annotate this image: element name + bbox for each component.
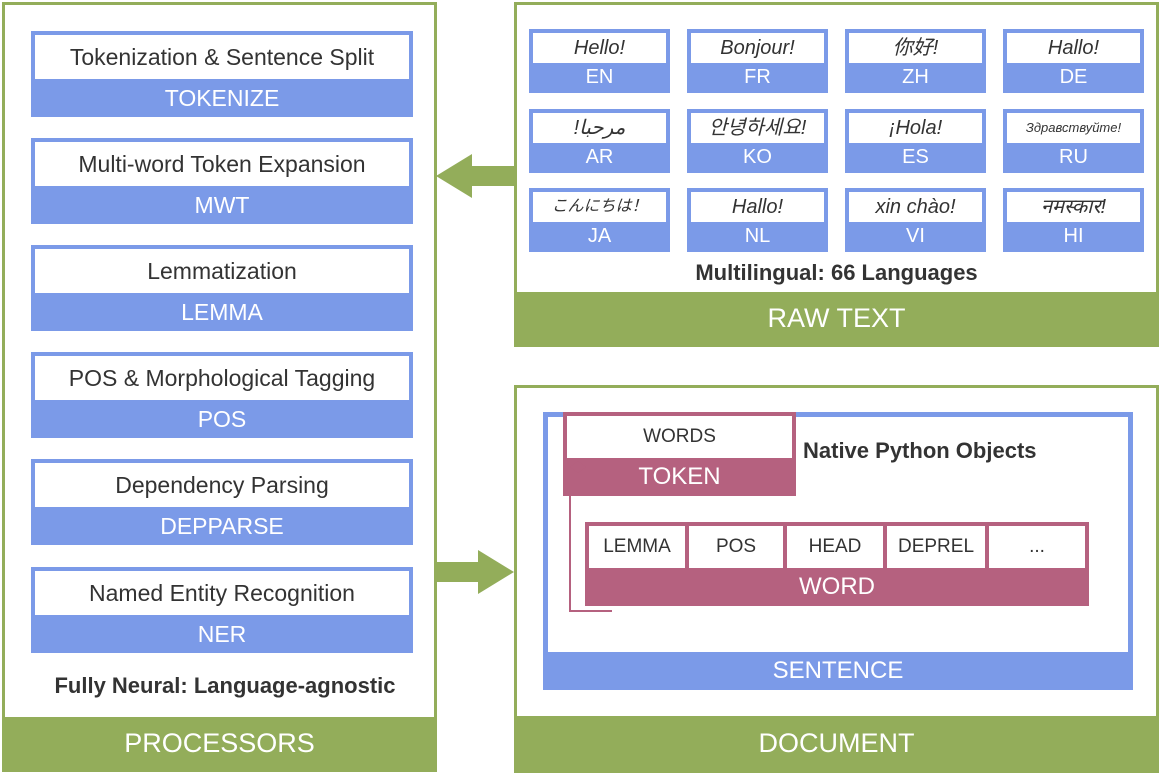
processor-code: DEPPARSE: [160, 513, 284, 539]
language-box-hi: नमस्कार! HI: [1003, 188, 1144, 252]
language-code: DE: [1059, 66, 1088, 88]
processor-code: MWT: [194, 192, 250, 218]
processor-code: LEMMA: [181, 299, 263, 325]
token-box: WORDS TOKEN: [563, 412, 796, 496]
processor-pos: POS & Morphological Tagging POS: [31, 352, 413, 438]
processor-code: POS: [197, 406, 247, 432]
language-code: AR: [585, 146, 614, 168]
language-code: VI: [906, 225, 925, 247]
language-box-ru: Здравствуйте! RU: [1003, 109, 1144, 173]
word-box: LEMMA POS HEAD DEPREL ... WORD: [585, 522, 1089, 606]
processor-title: Multi-word Token Expansion: [35, 142, 409, 186]
raw-text-panel: Hello! EN Bonjour! FR 你好! ZH Hallo! DE !…: [514, 2, 1159, 347]
greeting: Hello!: [533, 33, 666, 63]
sentence-label: SENTENCE: [772, 657, 904, 684]
language-box-vi: xin chào! VI: [845, 188, 986, 252]
language-box-en: Hello! EN: [529, 29, 670, 93]
language-box-fr: Bonjour! FR: [687, 29, 828, 93]
word-field-lemma: LEMMA: [589, 526, 685, 568]
greeting: !مرحبا: [533, 113, 666, 143]
greeting: नमस्कार!: [1007, 192, 1140, 222]
arrow-left-icon: [436, 154, 514, 198]
processor-depparse: Dependency Parsing DEPPARSE: [31, 459, 413, 545]
language-box-es: ¡Hola! ES: [845, 109, 986, 173]
language-code: ZH: [902, 66, 929, 88]
processor-title: Named Entity Recognition: [35, 571, 409, 615]
greeting: Bonjour!: [691, 33, 824, 63]
greeting: 안녕하세요!: [691, 113, 824, 143]
raw-text-note: Multilingual: 66 Languages: [695, 260, 978, 285]
greeting: ¡Hola!: [849, 113, 982, 143]
processor-title: Lemmatization: [35, 249, 409, 293]
language-code: RU: [1059, 146, 1088, 168]
word-field-more: ...: [989, 526, 1085, 568]
greeting: Hallo!: [1007, 33, 1140, 63]
diamond-icon: [570, 461, 586, 473]
processors-note: Fully Neural: Language-agnostic: [54, 673, 396, 698]
language-box-ja: こんにちは！ JA: [529, 188, 670, 252]
processor-title: Dependency Parsing: [35, 463, 409, 507]
greeting: xin chào!: [849, 192, 982, 222]
raw-text-footer: RAW TEXT: [517, 292, 1156, 344]
language-box-ar: !مرحبا AR: [529, 109, 670, 173]
token-label: TOKEN: [638, 463, 721, 490]
language-box-ko: 안녕하세요! KO: [687, 109, 828, 173]
language-code: NL: [744, 225, 771, 247]
word-field-head: HEAD: [787, 526, 883, 568]
processor-ner: Named Entity Recognition NER: [31, 567, 413, 653]
processors-panel: Tokenization & Sentence Split TOKENIZE M…: [2, 2, 437, 772]
processor-code: TOKENIZE: [164, 85, 280, 111]
language-code: ES: [902, 146, 929, 168]
word-field-deprel: DEPREL: [887, 526, 985, 568]
processors-footer: PROCESSORS: [5, 717, 434, 769]
arrow-right-icon: [437, 550, 514, 594]
language-code: JA: [587, 225, 612, 247]
processor-tokenize: Tokenization & Sentence Split TOKENIZE: [31, 31, 413, 117]
language-code: HI: [1063, 225, 1084, 247]
language-code: EN: [585, 66, 614, 88]
language-code: FR: [744, 66, 771, 88]
language-box-nl: Hallo! NL: [687, 188, 828, 252]
processor-title: POS & Morphological Tagging: [35, 356, 409, 400]
document-footer: DOCUMENT: [517, 716, 1156, 770]
token-words-field: WORDS: [567, 416, 792, 458]
word-label: WORD: [799, 573, 875, 600]
document-panel: SENTENCE WORDS TOKEN Native Python Objec…: [514, 385, 1159, 773]
greeting: 你好!: [849, 33, 982, 63]
processor-code: NER: [197, 621, 247, 647]
processor-title: Tokenization & Sentence Split: [35, 35, 409, 79]
language-code: KO: [743, 146, 772, 168]
native-objects-note: Native Python Objects: [803, 438, 1037, 463]
language-box-de: Hallo! DE: [1003, 29, 1144, 93]
greeting: Hallo!: [691, 192, 824, 222]
processor-lemma: Lemmatization LEMMA: [31, 245, 413, 331]
word-field-pos: POS: [689, 526, 783, 568]
composition-connector: [569, 466, 612, 612]
greeting: Здравствуйте!: [1007, 113, 1140, 143]
language-box-zh: 你好! ZH: [845, 29, 986, 93]
processor-mwt: Multi-word Token Expansion MWT: [31, 138, 413, 224]
greeting: こんにちは！: [533, 192, 666, 222]
